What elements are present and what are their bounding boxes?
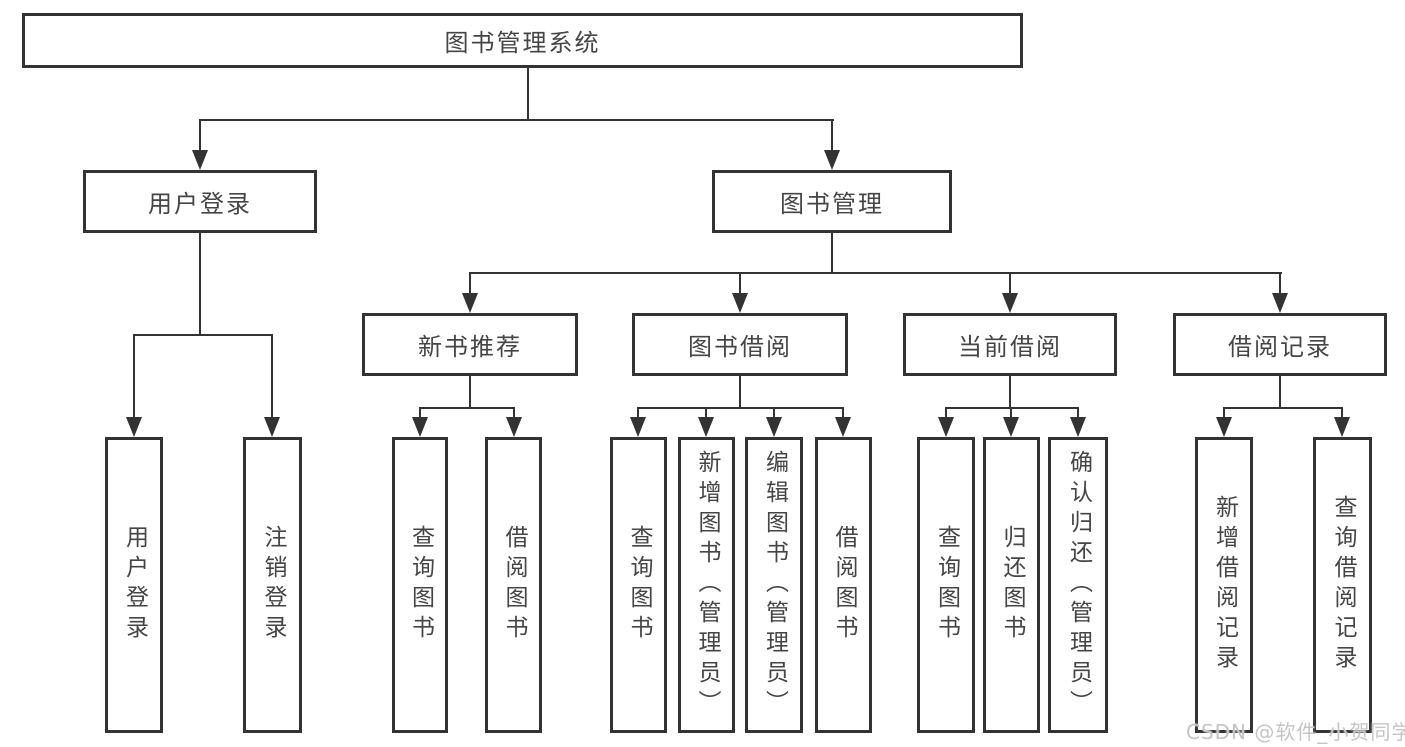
node-book-management: 图书管理 [712, 170, 952, 233]
node-book-borrow: 图书借阅 [632, 313, 848, 376]
connector-line [739, 376, 741, 409]
arrowhead-down [938, 417, 954, 437]
connector-line [773, 407, 775, 419]
leaf-query-books-current: 查询图书 [917, 437, 975, 733]
connector-line [199, 119, 834, 121]
arrowhead-down [630, 417, 646, 437]
node-label: 图书管理 [780, 190, 884, 218]
node-current-borrow: 当前借阅 [903, 313, 1117, 376]
leaf-user-login: 用户登录 [105, 437, 163, 733]
node-label: 图书借阅 [688, 333, 792, 361]
connector-line [1341, 407, 1343, 419]
connector-line [420, 407, 515, 409]
node-user-login: 用户登录 [83, 170, 317, 233]
leaf-return-book: 归还图书 [983, 437, 1040, 733]
connector-line [739, 272, 741, 296]
node-label: 新书推荐 [418, 333, 522, 361]
leaf-confirm-return-admin: 确认归还（管理员） [1048, 437, 1108, 733]
connector-line [419, 407, 421, 419]
arrowhead-down [1070, 417, 1086, 437]
node-library-system: 图书管理系统 [22, 13, 1023, 68]
connector-line [1224, 407, 1343, 409]
node-label: 借阅记录 [1228, 333, 1332, 361]
arrowhead-down [1216, 417, 1232, 437]
leaf-query-borrow-record: 查询借阅记录 [1313, 437, 1372, 733]
node-label: 新增借阅记录 [1211, 495, 1238, 675]
connector-line [133, 334, 273, 336]
connector-line [1279, 272, 1281, 296]
connector-line [1223, 407, 1225, 419]
arrowhead-down [1334, 417, 1350, 437]
connector-line [638, 407, 844, 409]
arrowhead-down [192, 150, 208, 170]
leaf-add-book-admin: 新增图书（管理员） [678, 437, 735, 733]
node-label: 编辑图书（管理员） [761, 450, 788, 720]
node-label: 查询图书 [626, 525, 652, 645]
arrowhead-down [412, 417, 428, 437]
leaf-borrow-books-recommend: 借阅图书 [485, 437, 542, 733]
leaf-query-books-borrow: 查询图书 [610, 437, 667, 733]
leaf-borrow-books: 借阅图书 [815, 437, 872, 733]
connector-line [1009, 376, 1011, 409]
connector-line [527, 68, 529, 121]
node-label: 查询图书 [407, 525, 434, 645]
connector-line [271, 334, 273, 419]
connector-line [1279, 376, 1281, 409]
node-label: 用户登录 [148, 190, 252, 218]
connector-line [1077, 407, 1079, 419]
connector-line [1009, 272, 1011, 296]
node-label: 查询借阅记录 [1330, 495, 1356, 675]
arrowhead-down [732, 293, 748, 313]
arrowhead-down [766, 417, 782, 437]
node-label: 借阅图书 [831, 525, 857, 645]
connector-line [946, 407, 1079, 409]
connector-line [637, 407, 639, 419]
node-label: 注销登录 [260, 525, 286, 645]
node-borrow-records: 借阅记录 [1173, 313, 1387, 376]
leaf-logout: 注销登录 [243, 437, 302, 733]
arrowhead-down [264, 417, 280, 437]
arrowhead-down [698, 417, 714, 437]
connector-line [199, 119, 201, 152]
node-label: 新增图书（管理员） [694, 450, 720, 720]
node-new-book-recommend: 新书推荐 [362, 313, 578, 376]
leaf-query-books-recommend: 查询图书 [392, 437, 448, 733]
node-label: 归还图书 [999, 525, 1025, 645]
connector-line [842, 407, 844, 419]
arrowhead-down [506, 417, 522, 437]
connector-line [470, 272, 1282, 274]
connector-line [831, 233, 833, 274]
connector-line [469, 376, 471, 409]
arrowhead-down [1003, 417, 1019, 437]
arrowhead-down [126, 417, 142, 437]
connector-line [705, 407, 707, 419]
connector-line [831, 119, 833, 152]
node-label: 借阅图书 [501, 525, 527, 645]
node-label: 当前借阅 [958, 333, 1062, 361]
arrowhead-down [1002, 293, 1018, 313]
connector-line [945, 407, 947, 419]
connector-line [133, 334, 135, 419]
connector-line [469, 272, 471, 296]
node-label: 用户登录 [121, 525, 148, 645]
arrowhead-down [835, 417, 851, 437]
node-label: 图书管理系统 [444, 29, 601, 57]
arrowhead-down [462, 293, 478, 313]
connector-line [513, 407, 515, 419]
node-label: 查询图书 [933, 525, 960, 645]
csdn-watermark: CSDN @软件_小贺同学 [1186, 720, 1405, 744]
connector-line [199, 233, 201, 336]
leaf-add-borrow-record: 新增借阅记录 [1195, 437, 1253, 733]
connector-line [1010, 407, 1012, 419]
arrowhead-down [1272, 293, 1288, 313]
arrowhead-down [824, 150, 840, 170]
node-label: 确认归还（管理员） [1065, 450, 1092, 720]
leaf-edit-book-admin: 编辑图书（管理员） [745, 437, 803, 733]
